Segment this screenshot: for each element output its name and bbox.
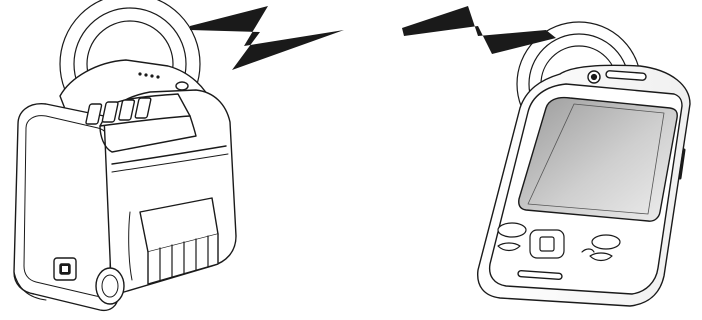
- receipt-printer-icon: [14, 60, 236, 310]
- lightning-bolt-left-icon: [190, 6, 344, 70]
- pda-handheld-icon: [478, 65, 690, 306]
